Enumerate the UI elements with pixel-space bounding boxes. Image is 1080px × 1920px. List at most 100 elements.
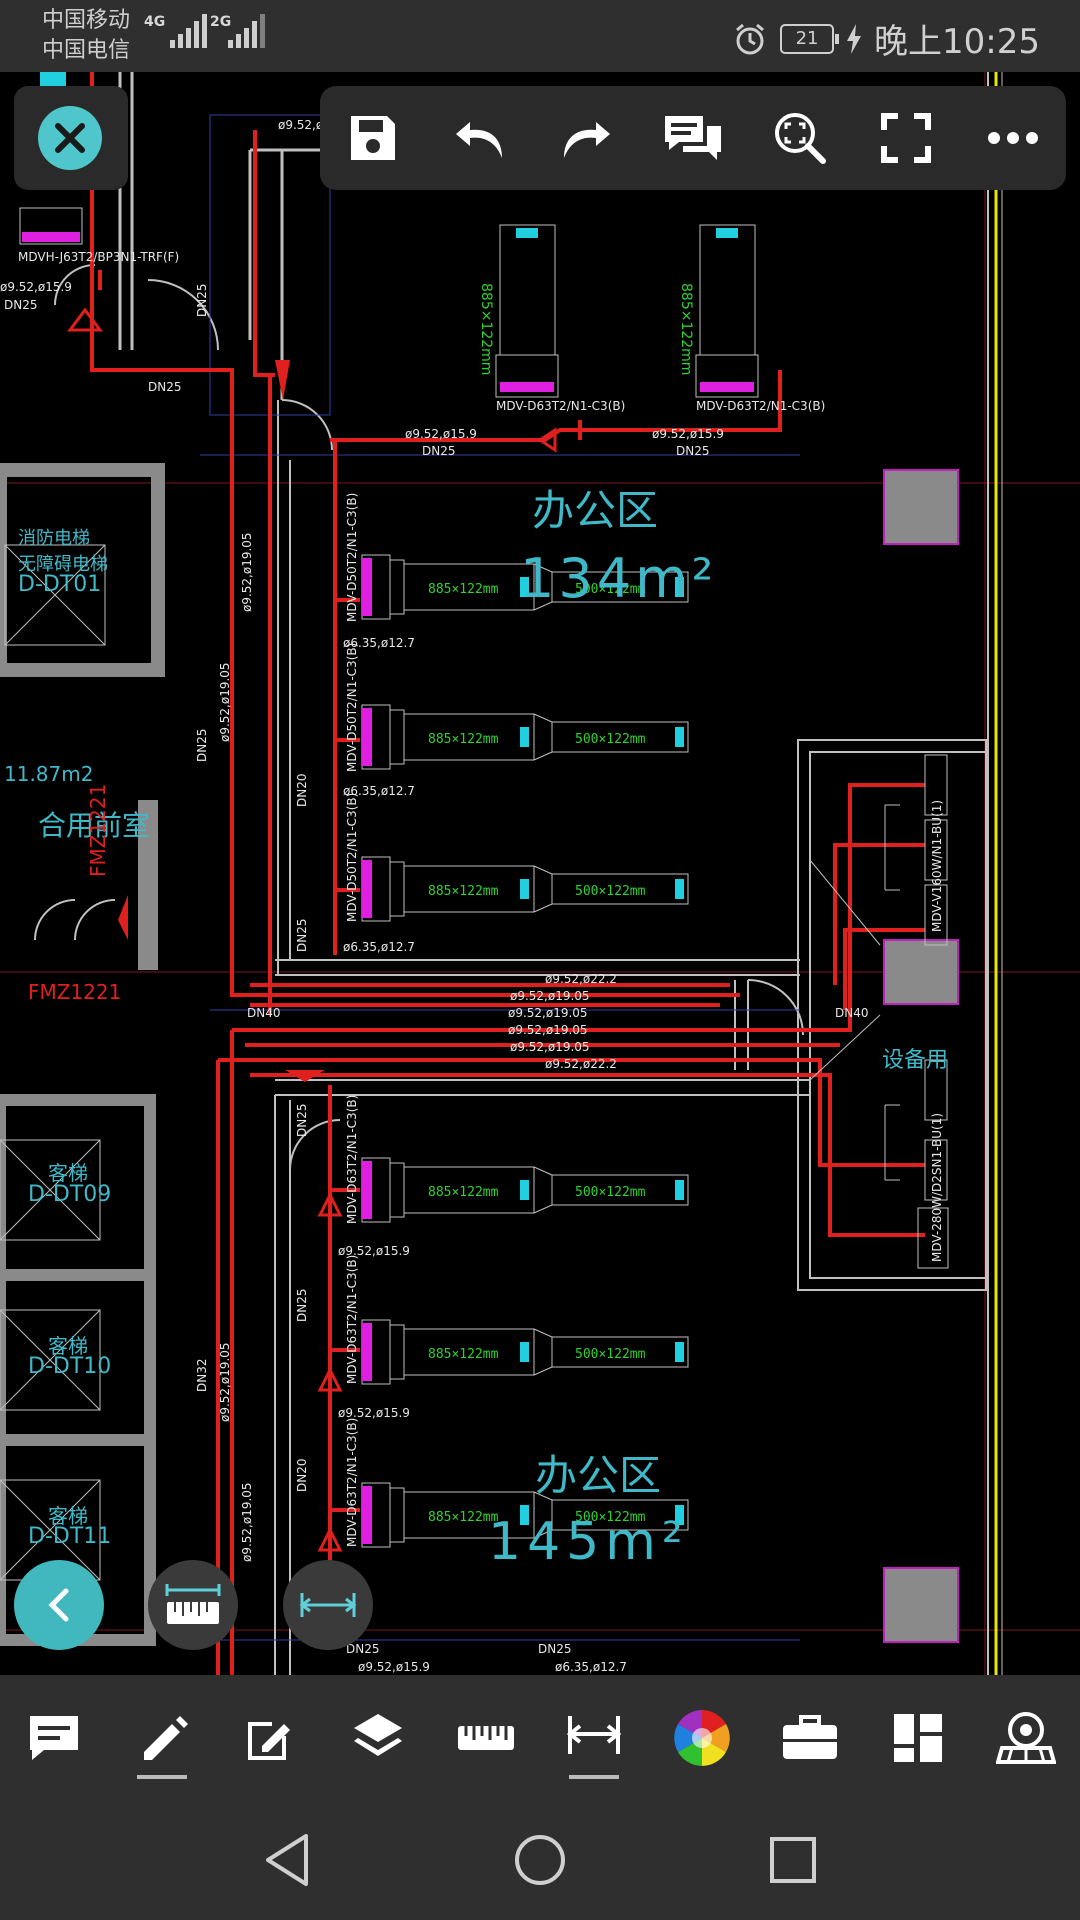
alarm-icon	[736, 23, 764, 54]
svg-text:500×122mm: 500×122mm	[575, 582, 646, 597]
nav-recents-button[interactable]	[758, 1825, 828, 1895]
unit-mid-1: MDV-D50T2/N1-C3(B)	[345, 492, 359, 622]
svg-text:885×122mm: 885×122mm	[428, 582, 499, 597]
dimension-underline	[569, 1774, 619, 1779]
apps-button[interactable]	[883, 1703, 953, 1773]
dimension-icon	[299, 1593, 357, 1617]
pen-icon	[144, 1715, 188, 1760]
zoom-button[interactable]	[768, 106, 832, 170]
elevator-dt09-label: D-DT09	[28, 1182, 112, 1207]
svg-text:885×122mm: 885×122mm	[428, 1347, 499, 1362]
pipe-635-1: ø6.35,ø12.7	[343, 636, 415, 650]
network-type-1: 4G	[144, 14, 166, 30]
layers-icon	[354, 1713, 402, 1756]
fullscreen-icon	[881, 113, 932, 163]
dn25-label-3: DN25	[422, 444, 456, 458]
layers-tool-button[interactable]	[343, 1703, 413, 1773]
signal-icon	[170, 14, 207, 48]
comments-button[interactable]	[661, 106, 725, 170]
system-nav-bar	[0, 1800, 1080, 1920]
unit-right-2: MDV-280W/D2SN1-BU(1)	[930, 1112, 944, 1262]
battery-icon: 21	[780, 23, 840, 54]
pen-tool-button[interactable]	[127, 1703, 197, 1779]
carrier-block: 中国移动 中国电信	[42, 6, 130, 66]
pipe-label-mid-2: ø9.52,ø15.9	[652, 427, 724, 441]
dn25-vert-4: DN25	[295, 1103, 309, 1138]
redo-icon	[564, 122, 611, 158]
ruler-icon	[458, 1725, 514, 1750]
view3d-icon	[996, 1711, 1056, 1764]
close-button[interactable]	[38, 106, 102, 170]
unit-right-1: MDV-V160W/N1-BU(1)	[930, 799, 944, 932]
nav-home-button[interactable]	[505, 1825, 575, 1895]
dn20-vert-2: DN20	[295, 1458, 309, 1493]
passenger-elevator-2-label: 客梯	[48, 1334, 88, 1358]
room-office-2-label: 办公区	[535, 1451, 662, 1500]
pipe-1905-1: ø9.52,ø19.05	[510, 989, 590, 1003]
pipe-1905-vert-1: ø9.52,ø19.05	[240, 532, 254, 612]
view3d-button[interactable]	[991, 1703, 1061, 1773]
toolbox-button[interactable]	[775, 1703, 845, 1773]
dn25-vert-2: DN25	[195, 728, 209, 763]
svg-text:885×122mm: 885×122mm	[428, 1185, 499, 1200]
pipe-635-3: ø6.35,ø12.7	[343, 940, 415, 954]
dimension-tool-button[interactable]	[559, 1703, 629, 1779]
svg-text:885×122mm: 885×122mm	[678, 283, 694, 375]
status-right: 21 晚上10:25	[732, 14, 1040, 63]
dn25-vert-3: DN25	[295, 918, 309, 953]
unit-mid-3: MDV-D50T2/N1-C3(B)	[345, 792, 359, 922]
comment-tool-button[interactable]	[19, 1703, 89, 1773]
bottom-toolbar	[0, 1675, 1080, 1800]
fullscreen-button[interactable]	[874, 106, 938, 170]
svg-text:500×122mm: 500×122mm	[575, 1185, 646, 1200]
pipe-159-low-1: ø9.52,ø15.9	[338, 1244, 410, 1258]
recents-icon	[770, 1837, 817, 1883]
redo-button[interactable]	[554, 106, 618, 170]
drawing-canvas[interactable]: 885×122mm 885×122mm	[0, 72, 1080, 1675]
clock: 晚上10:25	[874, 22, 1040, 62]
edit-tool-button[interactable]	[235, 1703, 305, 1773]
carrier-2: 中国电信	[42, 38, 131, 63]
color-wheel-icon	[674, 1709, 730, 1766]
save-button[interactable]	[341, 106, 405, 170]
door-fm-label: FMZ1221	[28, 980, 122, 1004]
nav-back-button[interactable]	[252, 1825, 322, 1895]
dn20-vert-1: DN20	[295, 773, 309, 808]
pipe-635-2: ø6.35,ø12.7	[343, 784, 415, 798]
pipe-label-mid-1: ø9.52,ø15.9	[405, 427, 477, 441]
charging-icon	[847, 23, 862, 54]
undo-button[interactable]	[448, 106, 512, 170]
unit-low-1: MDV-D63T2/N1-C3(B)	[345, 1094, 359, 1224]
svg-text:885×122mm: 885×122mm	[428, 732, 499, 747]
pipe-1905-3: ø9.52,ø19.05	[508, 1023, 588, 1037]
svg-text:500×122mm: 500×122mm	[575, 732, 646, 747]
cad-drawing[interactable]: 885×122mm 885×122mm	[0, 72, 1080, 1675]
dn25-vert-1: DN25	[195, 283, 209, 318]
more-button[interactable]	[981, 106, 1045, 170]
ruler-tool-button[interactable]	[451, 1703, 521, 1773]
save-icon	[351, 116, 396, 160]
measure-fab-button[interactable]	[148, 1560, 238, 1650]
dimension-fab-button[interactable]	[283, 1560, 373, 1650]
room-lobby-label: 合用前室	[38, 809, 151, 842]
top-toolbar	[320, 86, 1066, 190]
comments-icon	[664, 116, 721, 160]
more-icon	[987, 132, 1038, 144]
unit-top-1: MDV-D63T2/N1-C3(B)	[496, 399, 626, 413]
elevator-dt11-label: D-DT11	[28, 1524, 112, 1549]
back-fab-button[interactable]	[14, 1560, 104, 1650]
dn40-label-1: DN40	[247, 1006, 281, 1020]
color-tool-button[interactable]	[667, 1703, 737, 1773]
room-office-1-area: 134m²	[520, 547, 718, 610]
svg-text:885×122mm: 885×122mm	[478, 283, 494, 375]
elevator-dt10-label: D-DT10	[28, 1354, 112, 1379]
pipe-1905-vert-2: ø9.52,ø19.05	[218, 662, 232, 742]
pipe-1905-vert-3: ø9.52,ø19.05	[218, 1342, 232, 1422]
dn40-label-2: DN40	[835, 1006, 869, 1020]
dn25-label-6: DN25	[538, 1642, 572, 1656]
pipe-159-bottom: ø9.52,ø15.9	[358, 1660, 430, 1674]
dn25-label-5: DN25	[346, 1642, 380, 1656]
close-panel	[14, 86, 128, 190]
dimension-tool-icon	[566, 1715, 622, 1754]
pipe-222-1: ø9.52,ø22.2	[545, 972, 617, 986]
